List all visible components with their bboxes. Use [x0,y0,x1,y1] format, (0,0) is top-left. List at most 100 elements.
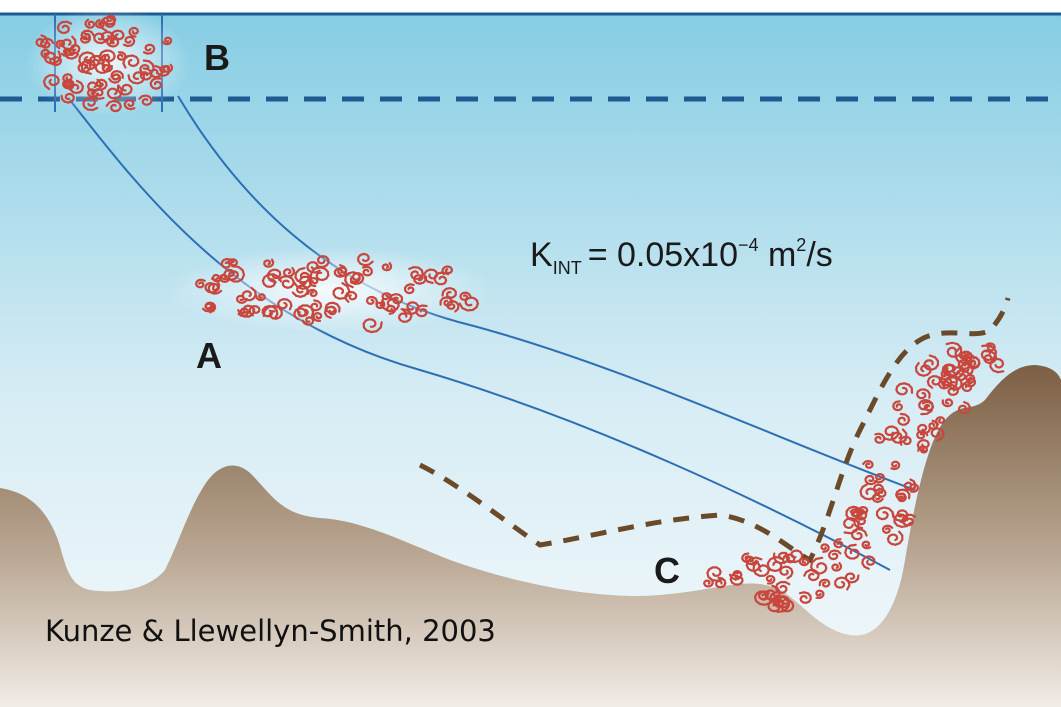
eddy-swirl [365,296,379,306]
isopycnal-upper [177,95,916,491]
eddy-swirl [95,78,108,91]
eddy-swirl [752,560,771,578]
eddy-swirl [263,258,275,268]
eddy-swirl [945,341,963,358]
eq-unit-s: /s [806,236,832,274]
eddy-swirl [844,543,860,560]
eddy-swirl [897,412,911,426]
eddy-swirl [116,51,127,61]
eddy-swirl [60,92,75,104]
eddy-swirl [128,26,140,38]
eddy-swirl [62,78,75,91]
eddy-swirl [100,31,116,45]
eddy-swirl [459,291,472,301]
eddy-swirl [915,388,931,400]
eddy-swirl [49,56,63,67]
eddy-swirl [294,267,311,284]
eddy-swirl [277,275,295,289]
eddy-swirl [798,557,810,567]
eddy-swirl [122,54,140,69]
eddy-swirl [861,555,876,570]
eddy-swirl [86,88,100,98]
eddy-swirl [105,99,122,113]
eddy-swirl [344,271,361,289]
eddy-swirl [309,266,330,282]
isopycnal-lower [69,99,891,571]
eddy-swirl [357,252,374,267]
eq-exp2: 2 [796,235,806,255]
eddy-swirl [223,268,239,281]
diffusivity-equation: KINT= 0.05x10−4 m2/s [530,235,833,278]
eddy-swirl [883,425,900,441]
eddy-swirl [312,311,323,322]
eddy-swirl [901,513,917,527]
eddy-swirl [82,97,99,112]
eddy-swirl [62,80,74,90]
eddy-swirl [380,297,400,313]
eddy-swirl [895,488,911,501]
eddy-swirl [84,18,96,29]
boundary-mixing-dashed-line [418,297,1011,564]
eddy-swirl [237,307,250,318]
eddy-swirl [850,527,868,541]
eddy-swirl [923,354,940,371]
eddy-patch-b [25,6,191,118]
eddy-swirl [941,398,954,408]
label-b: B [204,37,230,78]
page-top-strip [0,0,1061,14]
eddy-swirl [55,39,66,50]
eddy-swirl [926,375,942,389]
eddy-swirl [123,99,136,111]
eddy-swirl [381,262,393,272]
eddy-swirl [803,568,820,582]
eddy-swirl [362,318,383,334]
eddy-swirl [149,64,163,79]
eddy-swirl [116,83,133,96]
citation: Kunze & Llewellyn-Smith, 2003 [45,614,496,648]
eddy-swirl [873,483,885,495]
eddy-swirl [79,32,91,44]
eddy-patch-a [165,246,495,334]
eddy-swirl [820,543,830,553]
eddy-swirl [935,416,946,426]
eddy-swirl [323,305,337,319]
eddy-swirl [714,576,727,589]
eddy-swirl [843,516,860,535]
eddy-swirl [204,301,217,314]
eddy-swirl [774,580,791,595]
eddy-swirl [122,36,136,48]
eddy-swirl [446,300,460,313]
eq-unit-m: m [759,236,797,274]
eddy-swirl [873,473,886,484]
eddy-swirl [291,284,309,298]
eddy-swirl [149,77,163,90]
eddy-swirl [745,555,758,566]
eddy-swirl [874,432,886,444]
eddy-swirl [941,363,955,377]
eddy-swirl [828,549,842,561]
eddy-swirl [753,590,775,606]
eddy-swirl [40,48,50,59]
eddy-swirl [766,555,783,573]
eddy-swirl [301,316,315,326]
eddy-swirl [227,258,239,267]
eddy-swirl [871,493,884,504]
eddy-swirl [423,268,439,284]
eddy-swirl [94,58,112,74]
eddy-swirl [293,275,313,290]
eddy-swirl [375,299,386,310]
eddy-swirl [852,508,868,521]
eddy-swirl [361,265,373,277]
eddy-swirl [381,292,393,301]
eddy-swirl [261,304,279,320]
eddy-swirl [963,377,977,388]
eddy-swirl [831,562,843,572]
eddy-patch-c [703,341,1005,613]
eddy-swirl [928,419,939,430]
eddy-swirl [282,266,296,278]
eddy-swirl [293,307,307,321]
eddy-swirl [989,357,1005,374]
eddy-swirl [914,361,932,377]
eddy-swirl [930,427,945,442]
eddy-swirl [957,401,971,415]
